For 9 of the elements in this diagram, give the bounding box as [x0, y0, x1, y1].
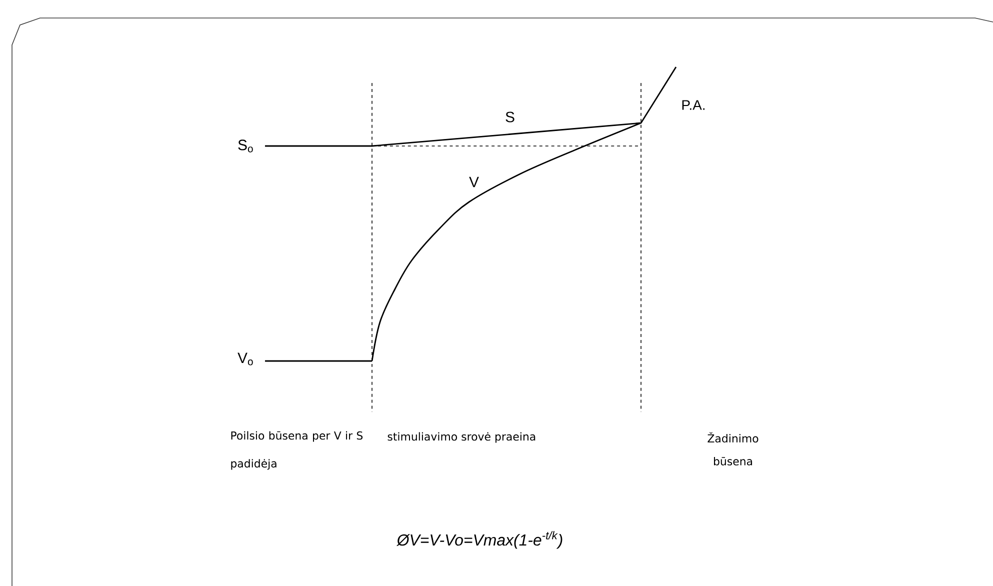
phase-label: Poilsio būsena per V ir S padidėja	[231, 431, 363, 470]
axis-label: V$_{o}$	[238, 352, 253, 366]
axis-label: S$_{o}$	[238, 140, 253, 152]
phase-label: Žadinimo būsena	[708, 432, 758, 466]
curve-label: V	[469, 176, 479, 188]
formula: ØV=V-Vo=Vmax(1-e$^{-t/k}$)	[396, 531, 562, 549]
curve-label: S	[506, 112, 514, 122]
curve-label: P.A.	[682, 100, 704, 110]
phase-label: stimuliavimo srovė praeina	[388, 432, 536, 443]
